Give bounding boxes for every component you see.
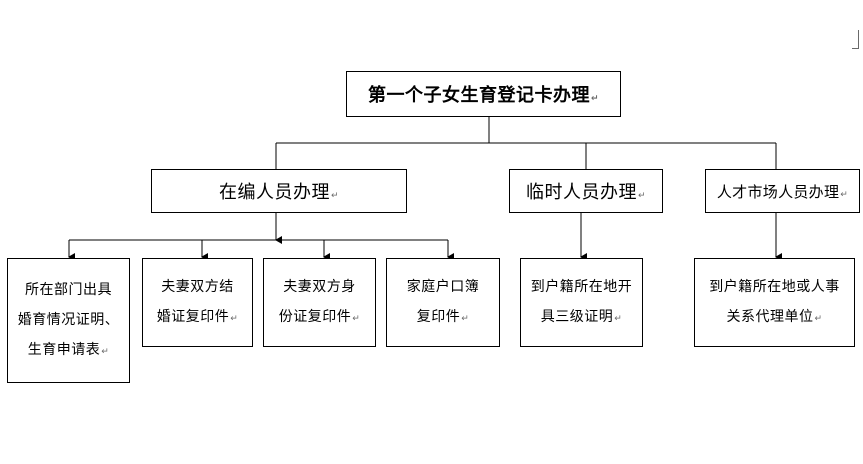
leaf-line: 具三级证明↵ xyxy=(540,308,623,325)
paragraph-mark: ↵ xyxy=(840,189,849,200)
branch-node-talent-market: 人才市场人员办理↵ xyxy=(705,169,860,213)
page-corner-marker xyxy=(852,30,859,49)
branch-node-label: 在编人员办理↵ xyxy=(218,182,340,203)
root-node-label: 第一个子女生育登记卡办理↵ xyxy=(367,85,600,106)
paragraph-mark: ↵ xyxy=(101,346,110,357)
root-node: 第一个子女生育登记卡办理↵ xyxy=(346,71,621,117)
branch-node-label: 人才市场人员办理↵ xyxy=(716,182,849,201)
leaf-node-residence-or-hr-agency: 到户籍所在地或人事 关系代理单位↵ xyxy=(694,258,855,347)
leaf-node-household-register-copy: 家庭户口簿 复印件↵ xyxy=(386,258,500,347)
leaf-node-text: 夫妻双方身 份证复印件↵ xyxy=(279,272,361,334)
branch-node-staff: 在编人员办理↵ xyxy=(151,169,407,213)
leaf-line: 夫妻双方身 xyxy=(283,278,356,295)
paragraph-mark: ↵ xyxy=(590,94,600,104)
leaf-node-three-level-proof: 到户籍所在地开 具三级证明↵ xyxy=(520,258,643,347)
leaf-line: 夫妻双方结 xyxy=(161,278,234,295)
leaf-node-id-card-copy: 夫妻双方身 份证复印件↵ xyxy=(263,258,376,347)
leaf-line: 复印件↵ xyxy=(416,308,470,325)
leaf-node-text: 所在部门出具 婚育情况证明、 生育申请表↵ xyxy=(18,275,120,367)
leaf-line: 到户籍所在地开 xyxy=(530,278,633,295)
leaf-line: 所在部门出具 xyxy=(25,281,112,298)
paragraph-mark: ↵ xyxy=(230,313,239,324)
leaf-node-marriage-status-proof: 所在部门出具 婚育情况证明、 生育申请表↵ xyxy=(7,258,130,383)
paragraph-mark: ↵ xyxy=(352,313,361,324)
leaf-node-text: 到户籍所在地开 具三级证明↵ xyxy=(531,272,633,334)
paragraph-mark: ↵ xyxy=(637,191,647,201)
leaf-line: 家庭户口簿 xyxy=(406,278,480,295)
paragraph-mark: ↵ xyxy=(461,313,470,324)
leaf-line: 婚证复印件↵ xyxy=(156,308,239,325)
leaf-node-text: 家庭户口簿 复印件↵ xyxy=(407,272,480,334)
leaf-line: 份证复印件↵ xyxy=(278,308,361,325)
leaf-line: 生育申请表↵ xyxy=(27,341,110,358)
branch-node-temporary: 临时人员办理↵ xyxy=(509,169,663,213)
leaf-node-text: 到户籍所在地或人事 关系代理单位↵ xyxy=(709,272,840,334)
leaf-line: 关系代理单位↵ xyxy=(726,308,823,325)
leaf-line: 到户籍所在地或人事 xyxy=(709,278,840,295)
branch-node-label: 临时人员办理↵ xyxy=(525,182,647,203)
paragraph-mark: ↵ xyxy=(330,191,340,201)
leaf-line: 婚育情况证明、 xyxy=(17,311,120,328)
leaf-node-text: 夫妻双方结 婚证复印件↵ xyxy=(157,272,239,334)
leaf-node-marriage-certificate-copy: 夫妻双方结 婚证复印件↵ xyxy=(142,258,253,347)
paragraph-mark: ↵ xyxy=(814,313,823,324)
paragraph-mark: ↵ xyxy=(614,313,623,324)
